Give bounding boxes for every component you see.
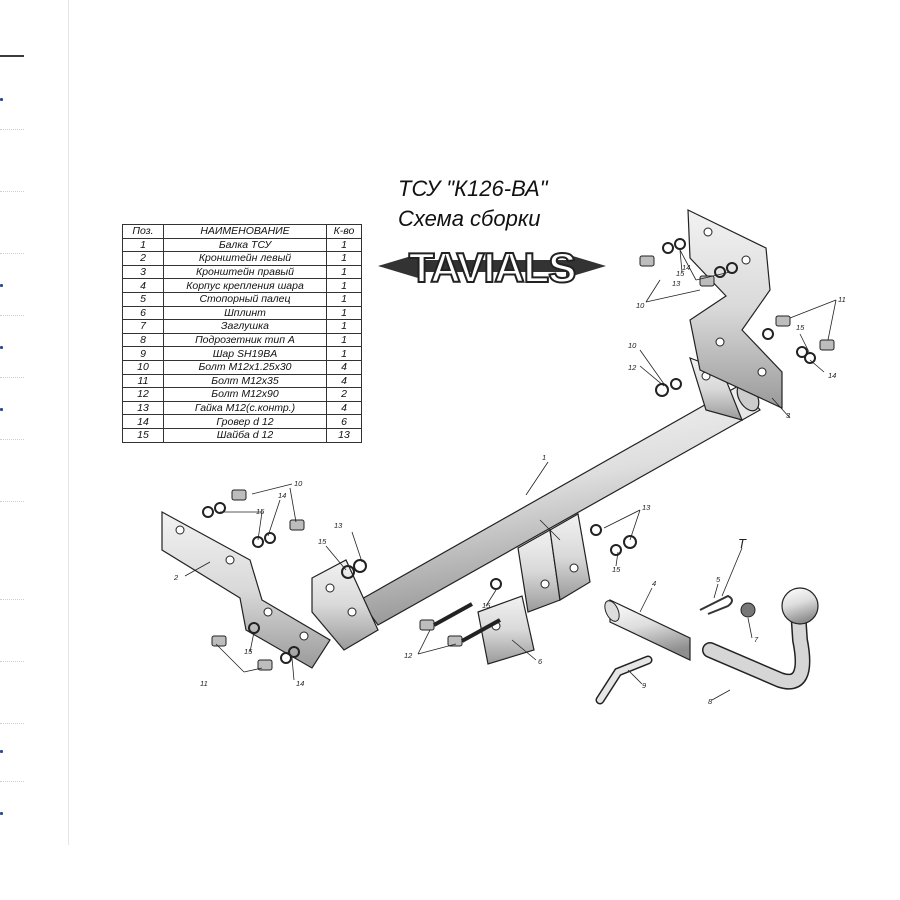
dotted-divider bbox=[0, 377, 24, 378]
callout-T: T bbox=[738, 536, 747, 551]
diagram-title: ТСУ "К126-ВА" bbox=[398, 176, 548, 201]
beam-left-plate bbox=[311, 559, 379, 651]
callout-9: 9 bbox=[642, 681, 647, 690]
callout-12a: 12 bbox=[404, 651, 413, 660]
callout-15b: 15 bbox=[256, 507, 265, 516]
bullet-icon bbox=[0, 408, 3, 411]
logo-left-arrow bbox=[378, 254, 418, 278]
callout-10a: 10 bbox=[636, 301, 645, 310]
table-cell-name: Шайба d 12 bbox=[163, 427, 327, 443]
left-bracket-part-2 bbox=[161, 510, 331, 669]
bullet-icon bbox=[0, 750, 3, 753]
bullet-icon bbox=[0, 98, 3, 101]
dotted-divider bbox=[0, 501, 24, 502]
leader-lines bbox=[184, 249, 837, 701]
callout-5: 5 bbox=[716, 575, 721, 584]
logo-bar bbox=[414, 260, 570, 272]
lock-pin-part-5 bbox=[699, 594, 733, 615]
dotted-divider bbox=[0, 439, 24, 440]
tow-ball-part-9 bbox=[702, 587, 819, 690]
bullet-icon bbox=[0, 812, 3, 815]
callout-12b: 12 bbox=[628, 363, 637, 372]
callout-15d: 15 bbox=[612, 565, 621, 574]
washers bbox=[202, 238, 816, 664]
callout-15a: 15 bbox=[676, 269, 685, 278]
callout-10b: 10 bbox=[294, 479, 303, 488]
dotted-divider bbox=[0, 191, 24, 192]
dotted-divider bbox=[0, 315, 24, 316]
callout-4: 4 bbox=[652, 579, 656, 588]
callout-labels: 1 2 3 4 5 6 7 8 9 10 10 10 11 11 12 12 1… bbox=[173, 263, 846, 706]
callout-15e: 15 bbox=[244, 647, 253, 656]
callout-14b: 14 bbox=[278, 491, 286, 500]
bullet-icon bbox=[0, 346, 3, 349]
diagram-subtitle: Схема сборки bbox=[398, 206, 541, 231]
callout-2: 2 bbox=[173, 573, 179, 582]
callout-13a: 13 bbox=[642, 503, 651, 512]
dotted-divider bbox=[0, 129, 24, 130]
callout-1: 1 bbox=[542, 453, 546, 462]
logo-text: TAVIALS bbox=[409, 244, 575, 291]
callout-13b: 13 bbox=[334, 521, 343, 530]
table-cell-qty: 13 bbox=[326, 427, 362, 443]
callout-14c: 14 bbox=[828, 371, 836, 380]
callout-15f: 15 bbox=[796, 323, 805, 332]
dotted-divider bbox=[0, 661, 24, 662]
callout-13c: 13 bbox=[672, 279, 681, 288]
callout-11a: 11 bbox=[838, 295, 846, 304]
ball-housing-part-4 bbox=[604, 599, 691, 661]
bullet-icon bbox=[0, 284, 3, 287]
sidebar bbox=[0, 0, 69, 845]
callout-15c: 15 bbox=[318, 537, 327, 546]
callout-3: 3 bbox=[786, 411, 791, 420]
beam-part-1 bbox=[359, 382, 761, 626]
callout-8: 8 bbox=[708, 697, 713, 706]
bolts bbox=[211, 255, 835, 671]
callout-15g: 15 bbox=[482, 601, 491, 610]
callout-7: 7 bbox=[754, 635, 759, 644]
callout-14d: 14 bbox=[296, 679, 304, 688]
bolt-shanks bbox=[433, 602, 501, 643]
callout-14a: 14 bbox=[682, 263, 690, 272]
dotted-divider bbox=[0, 253, 24, 254]
table-cell-pos: 15 bbox=[122, 427, 164, 443]
plug-part-7 bbox=[740, 602, 756, 618]
callout-11b: 11 bbox=[200, 679, 208, 688]
dotted-divider bbox=[0, 781, 24, 782]
callout-6: 6 bbox=[538, 657, 543, 666]
tavials-logo: TAVIALS bbox=[378, 243, 606, 292]
dotted-divider bbox=[0, 599, 24, 600]
callout-10c: 10 bbox=[628, 341, 637, 350]
sidebar-divider bbox=[0, 55, 24, 57]
logo-right-arrow bbox=[566, 254, 606, 278]
dotted-divider bbox=[0, 723, 24, 724]
